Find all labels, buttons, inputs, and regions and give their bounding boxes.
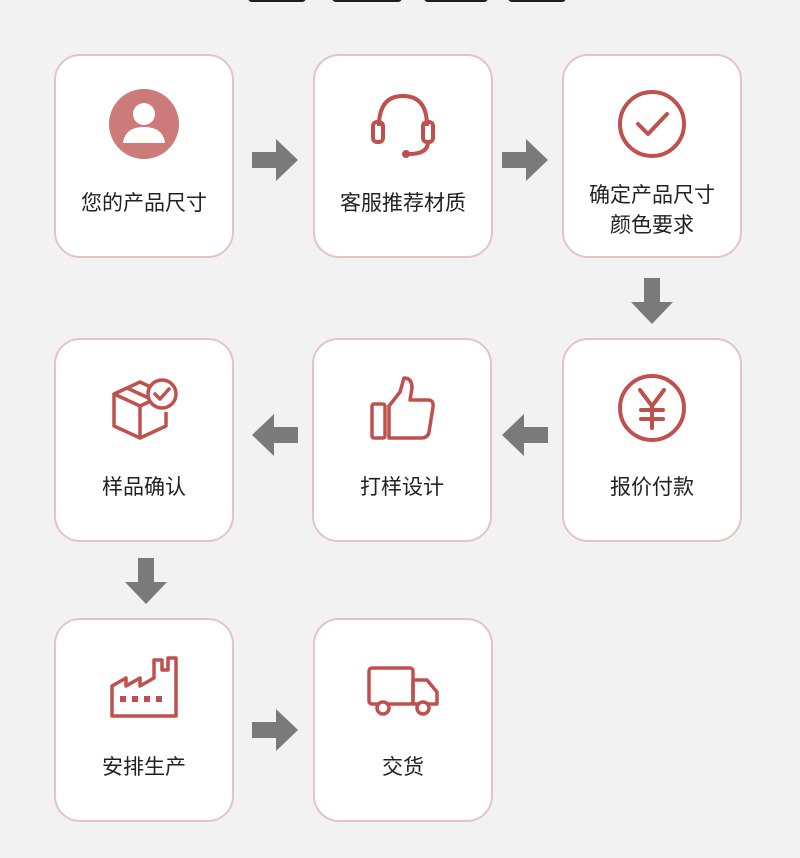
flow-arrow-down (121, 556, 171, 606)
step-card-delivery: 交货 (313, 618, 493, 822)
factory-icon (110, 656, 178, 718)
step-label: 样品确认 (102, 475, 186, 499)
step-card-arrange-production: 安排生产 (54, 618, 234, 822)
yen-coin-icon (618, 374, 686, 442)
check-circle-icon (618, 90, 686, 158)
step-card-product-size: 您的产品尺寸 (54, 54, 234, 258)
step-label: 客服推荐材质 (340, 191, 466, 215)
page-title-fragment (248, 0, 568, 6)
step-label-line-2: 颜色要求 (610, 213, 694, 237)
step-card-confirm-size-color: 确定产品尺寸 颜色要求 (562, 54, 742, 258)
step-card-sample-confirm: 样品确认 (54, 338, 234, 542)
flow-arrow-right (250, 705, 300, 755)
flow-arrow-down (627, 276, 677, 326)
headset-icon (371, 93, 435, 158)
step-label: 确定产品尺寸 颜色要求 (564, 180, 740, 240)
step-label: 打样设计 (360, 475, 444, 499)
flow-arrow-left (500, 410, 550, 460)
flow-arrow-right (500, 135, 550, 185)
package-check-icon (112, 378, 178, 440)
step-label-line-1: 确定产品尺寸 (589, 183, 715, 207)
user-avatar-icon (109, 89, 179, 159)
step-label: 您的产品尺寸 (81, 191, 207, 215)
step-card-quote-payment: 报价付款 (562, 338, 742, 542)
step-card-sample-design: 打样设计 (312, 338, 492, 542)
step-card-recommend-material: 客服推荐材质 (313, 54, 493, 258)
flow-arrow-left (250, 410, 300, 460)
step-label: 报价付款 (610, 475, 694, 499)
step-label: 安排生产 (102, 755, 186, 779)
step-label: 交货 (382, 755, 424, 779)
delivery-truck-icon (367, 666, 439, 716)
thumbs-up-icon (370, 376, 435, 440)
flow-arrow-right (250, 135, 300, 185)
